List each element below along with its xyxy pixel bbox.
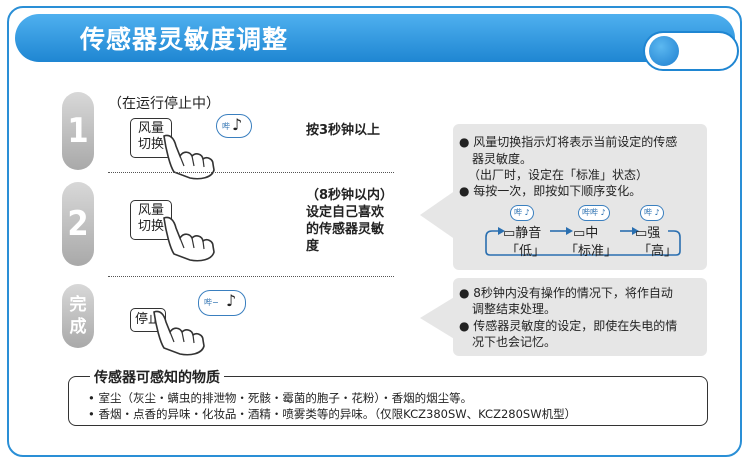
panel-pointer-1	[420, 190, 456, 240]
step2-desc-line2: 设定自己喜欢	[306, 205, 385, 220]
divider-2	[108, 276, 394, 277]
step-badge-2-label: 2	[67, 204, 89, 244]
info-panel-sensitivity	[453, 124, 707, 270]
step-badge-done-label: 完成	[69, 295, 87, 337]
beep-text-step3: 哔−	[204, 298, 219, 307]
music-note-icon: ♪	[226, 291, 237, 310]
seq-level-2: 「标准」	[565, 244, 618, 259]
step-badge-1-label: 1	[67, 111, 89, 151]
info1-line3: （出厂时，设定在「标准」状态）	[468, 168, 649, 182]
seq-beep-text-2: 哔哔	[582, 208, 598, 217]
pressing-hand-icon	[163, 134, 215, 180]
pressing-hand-icon	[153, 310, 205, 356]
beep-bubble-step3: 哔− ♪	[198, 290, 246, 316]
info1-line1: ● 风量切换指示灯将表示当前设定的传感	[459, 135, 678, 149]
info2-line1: ● 8秒钟内没有操作的情况下，将作自动	[459, 286, 673, 300]
sensing-title: 传感器可感知的物质	[90, 367, 224, 387]
divider-1	[108, 172, 394, 173]
seq-beep-text-1: 哔	[514, 208, 522, 217]
fan-switch-label-2: 切换	[137, 137, 164, 152]
seq-beep-3: 哔 ♪	[640, 205, 664, 221]
seq-mode-1: ▭静音	[503, 226, 542, 241]
step-badge-1: 1	[62, 92, 94, 170]
cycle-arrow	[485, 227, 681, 256]
seq-level-1: 「低」	[506, 244, 546, 259]
pressing-hand-icon	[163, 216, 215, 262]
fan-switch-label-1: 风量	[137, 203, 164, 218]
sensing-substances-box	[68, 376, 708, 426]
step1-instruction: 按3秒钟以上	[306, 123, 381, 138]
beep-text-step1: 哔	[222, 122, 230, 131]
step2-time-limit: （8秒钟以内）	[306, 188, 394, 203]
fan-switch-label-2: 切换	[137, 219, 164, 234]
seq-level-3: 「高」	[638, 244, 678, 259]
toggle-switch[interactable]	[643, 31, 739, 71]
fan-switch-button-step2[interactable]: 风量 切换	[130, 200, 172, 240]
step2-desc-line3: 的传感器灵敏	[306, 222, 385, 237]
step2-desc-line4: 度	[306, 239, 320, 254]
info-panel-completion	[453, 278, 707, 356]
beep-bubble-step1: 哔 ♪	[216, 114, 252, 138]
seq-beep-1: 哔 ♪	[510, 205, 534, 221]
toggle-knob	[649, 36, 679, 66]
sensing-line-1: • 室尘（灰尘・螨虫的排泄物・死骸・霉菌的胞子・花粉）・香烟的烟尘等。	[88, 391, 473, 405]
info2-line3: ● 传感器灵敏度的设定，即使在失电的情	[459, 319, 678, 333]
panel-pointer-2	[420, 296, 456, 340]
step-badge-done: 完成	[62, 284, 94, 348]
info2-line2: 调整结束处理。	[472, 302, 557, 316]
seq-beep-2: 哔哔 ♪	[578, 205, 610, 221]
seq-mode-3: ▭强	[635, 226, 661, 241]
section-title: 传感器灵敏度调整	[80, 25, 289, 54]
info1-line2: 器灵敏度。	[472, 152, 533, 166]
section-header: 传感器灵敏度调整	[15, 14, 739, 71]
info2-line4: 况下也会记忆。	[472, 335, 557, 349]
fan-switch-button-step1[interactable]: 风量 切换	[130, 118, 172, 158]
sensing-line-2: • 香烟・点香的异味・化妆品・酒精・喷雾类等的异味。（仅限KCZ380SW、KC…	[88, 407, 577, 421]
seq-beep-text-3: 哔	[644, 208, 652, 217]
step-badge-2: 2	[62, 182, 94, 266]
fan-switch-label-1: 风量	[137, 121, 164, 136]
step1-context: （在运行停止中）	[108, 96, 220, 112]
seq-mode-2: ▭中	[573, 226, 599, 241]
music-note-icon: ♪	[232, 115, 243, 134]
info1-line4: ● 每按一次，即按如下顺序变化。	[459, 184, 642, 198]
